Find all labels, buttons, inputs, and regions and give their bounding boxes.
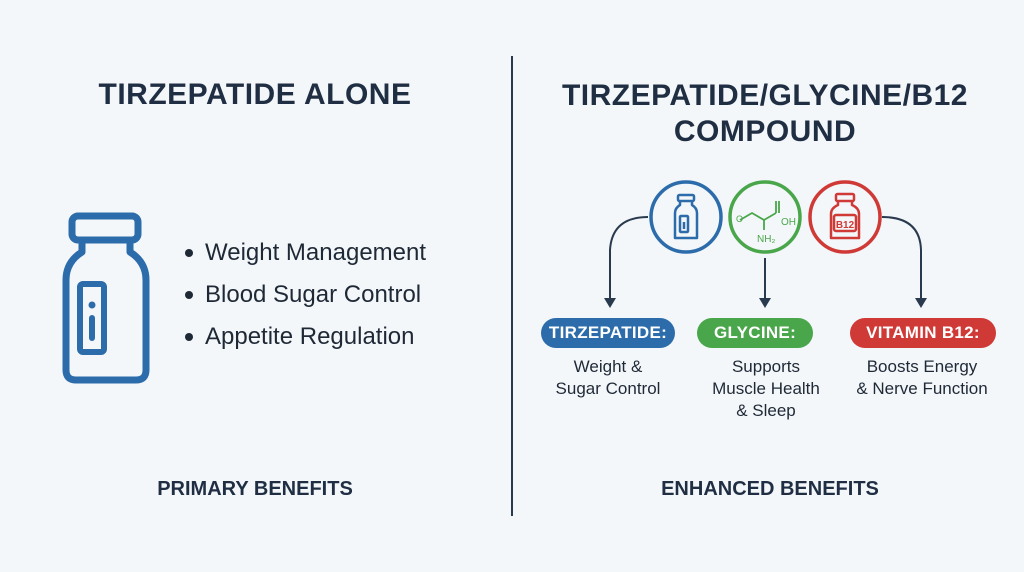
glycine-description: Supports Muscle Health & Sleep (712, 357, 820, 420)
arrowhead-icon (604, 298, 616, 308)
arrowhead-icon (915, 298, 927, 308)
hydroxyl-label: OH (781, 217, 796, 228)
primary-benefit-list: Weight Management Blood Sugar Control Ap… (185, 232, 426, 358)
list-item: Blood Sugar Control (185, 274, 426, 316)
center-divider (511, 56, 513, 516)
b12-bottle-label: B12 (836, 220, 855, 231)
left-panel-title: TIRZEPATIDE ALONE (98, 78, 412, 111)
right-panel-title: TIRZEPATIDE/GLYCINE/B12 COMPOUND (561, 79, 968, 148)
glycine-badge: GLYCINE: (697, 318, 813, 348)
primary-benefits-label: PRIMARY BENEFITS (157, 478, 353, 500)
arrow-to-tirzepatide (609, 216, 649, 302)
vitamin-b12-badge: VITAMIN B12: (850, 318, 996, 348)
tirzepatide-badge: TIRZEPATIDE: (541, 318, 675, 348)
arrowhead-icon (759, 298, 771, 308)
bullet-icon (185, 333, 193, 341)
medicine-vial-icon (62, 212, 150, 384)
tirzepatide-description: Weight & Sugar Control (555, 357, 661, 398)
bullet-icon (185, 291, 193, 299)
list-item: Weight Management (185, 232, 426, 274)
enhanced-benefits-label: ENHANCED BENEFITS (661, 478, 879, 500)
bullet-icon (185, 249, 193, 257)
vitamin-b12-ring: B12 (808, 180, 882, 254)
tirzepatide-ring (649, 180, 723, 254)
amine-label: NH₂ (757, 234, 775, 245)
small-vial-icon (673, 193, 699, 240)
svg-text:O: O (736, 214, 743, 224)
glycine-ring: O OH NH₂ (728, 180, 802, 254)
list-item: Appetite Regulation (185, 316, 426, 358)
arrow-to-vitamin-b12 (881, 216, 922, 302)
connector-arrows (609, 216, 922, 302)
vitamin-b12-description: Boosts Energy & Nerve Function (856, 357, 988, 398)
glycine-molecule-icon (739, 201, 780, 230)
b12-bottle-icon (829, 192, 861, 240)
